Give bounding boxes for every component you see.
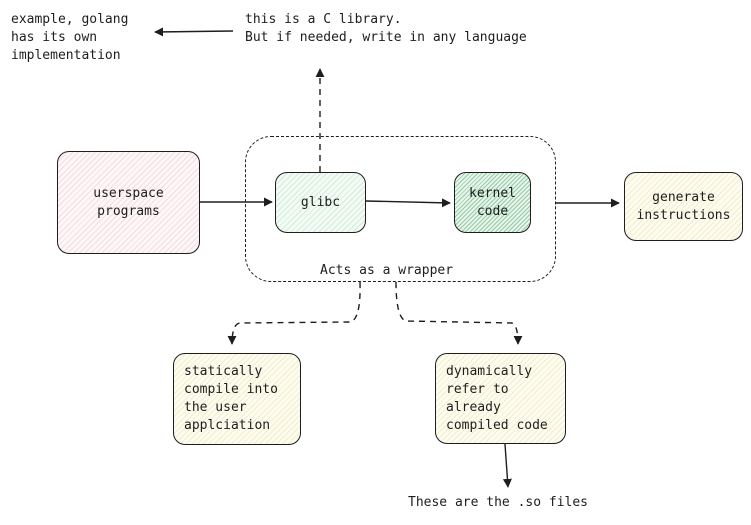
node-generate-instructions: generate instructions bbox=[624, 172, 743, 241]
node-kernel-code: kernel code bbox=[454, 172, 531, 233]
node-userspace-programs: userspace programs bbox=[57, 151, 200, 254]
wrapper-group bbox=[245, 136, 556, 282]
edge-glibc-to-kernel bbox=[365, 198, 451, 208]
label-so-files: These are the .so files bbox=[408, 495, 589, 510]
edge-dynamic-to-so-files bbox=[502, 443, 512, 488]
node-dynamically-refer: dynamically refer to already compiled co… bbox=[435, 353, 566, 444]
node-statically-compile: statically compile into the user applcia… bbox=[173, 353, 301, 445]
edge-wrapper-to-static bbox=[227, 281, 361, 345]
edge-note-to-golang bbox=[154, 27, 234, 37]
node-glibc: glibc bbox=[275, 172, 366, 233]
label-acts-as-wrapper: Acts as a wrapper bbox=[320, 263, 454, 278]
edge-wrapper-to-dynamic bbox=[395, 281, 523, 345]
label-c-library-note: this is a C library. But if needed, writ… bbox=[245, 12, 527, 45]
label-golang-note: example, golang has its own implementati… bbox=[11, 12, 129, 63]
